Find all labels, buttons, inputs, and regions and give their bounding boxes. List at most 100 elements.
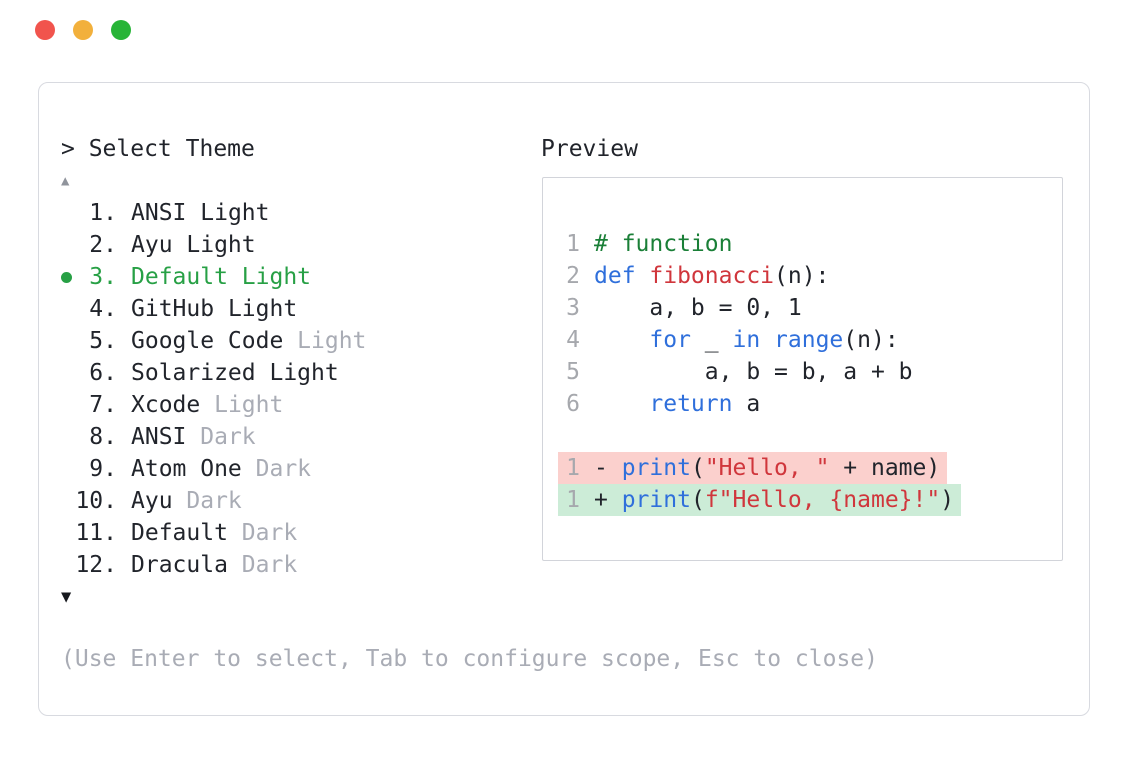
theme-item-default-dark[interactable]: 11. Default Dark: [61, 517, 366, 549]
theme-item-xcode-light[interactable]: 7.Xcode Light: [61, 389, 366, 421]
line-number: 6: [566, 391, 580, 417]
theme-item-ayu-light[interactable]: 2. Ayu Light: [61, 229, 366, 261]
diff-line-removed: 1- print("Hello, " + name): [558, 452, 1062, 484]
code-token: return: [649, 391, 733, 417]
code-token: ): [940, 487, 955, 513]
code-token: (: [690, 455, 705, 481]
diff-highlight-removed: 1- print("Hello, " + name): [558, 452, 948, 484]
dot-placeholder: [61, 464, 72, 475]
code-line: 6 return a: [566, 388, 1062, 420]
line-number: 1: [566, 455, 580, 481]
theme-name: Ayu Dark: [131, 488, 242, 514]
theme-number: 2.: [89, 232, 117, 258]
selected-indicator-dot: [61, 271, 72, 283]
theme-name: Ayu Light: [131, 232, 256, 258]
theme-name: Default Dark: [131, 520, 298, 546]
theme-name: Solarized Light: [131, 360, 339, 386]
line-number: 2: [566, 263, 580, 289]
theme-name: Google Code Light: [131, 328, 367, 354]
code-token: in: [732, 327, 761, 353]
theme-number: 12.: [75, 552, 117, 578]
line-number: 4: [566, 327, 580, 353]
dot-placeholder: [61, 304, 72, 315]
code-token: a, b = 0, 1: [594, 295, 802, 321]
line-number: 1: [566, 487, 580, 513]
theme-name: Xcode Light: [131, 392, 284, 418]
theme-item-ansi-light[interactable]: 1. ANSI Light: [61, 197, 366, 229]
theme-number: 11.: [75, 520, 117, 546]
theme-item-atom-one-dark[interactable]: 9.Atom One Dark: [61, 453, 366, 485]
code-token: (n):: [843, 327, 899, 353]
theme-variant: Light: [269, 360, 339, 386]
dot-placeholder: [61, 368, 72, 379]
theme-variant: Light: [227, 296, 298, 322]
theme-name: ANSI Light: [131, 200, 270, 226]
theme-item-github-light[interactable]: 4.GitHub Light: [61, 293, 366, 325]
theme-item-google-code-light[interactable]: 5. Google Code Light: [61, 325, 366, 357]
code-token: [594, 327, 649, 353]
theme-item-ansi-dark[interactable]: 8. ANSI Dark: [61, 421, 366, 453]
close-button[interactable]: [35, 20, 55, 40]
theme-list: 1. ANSI Light 2. Ayu Light 3. Default Light 4.…: [61, 197, 366, 581]
code-token: print: [621, 487, 691, 513]
code-token: + name): [829, 455, 941, 481]
code-token: range: [774, 327, 844, 353]
code-token: a: [732, 391, 761, 417]
zoom-button[interactable]: [111, 20, 131, 40]
theme-number: 1.: [89, 200, 117, 226]
theme-variant: Light: [200, 200, 270, 226]
code-token: def: [594, 263, 650, 289]
diff-highlight-added: 1+ print(f"Hello, {name}!"): [558, 484, 962, 516]
dot-placeholder: [61, 496, 72, 507]
line-number: 3: [566, 295, 580, 321]
theme-number: 5.: [89, 328, 117, 354]
theme-item-ayu-dark[interactable]: 10. Ayu Dark: [61, 485, 366, 517]
code-line: 4 for _ in range(n):: [566, 324, 1062, 356]
theme-variant: Dark: [241, 520, 298, 546]
code-token: (n):: [774, 263, 830, 289]
line-number: 1: [566, 231, 580, 257]
theme-variant: Dark: [200, 424, 256, 450]
theme-item-default-light[interactable]: 3. Default Light: [61, 261, 366, 293]
scroll-down-indicator[interactable]: ▼: [61, 587, 72, 607]
preview-title: Preview: [541, 136, 638, 162]
code-token: +: [594, 487, 622, 513]
window-controls: [35, 20, 131, 40]
diff-line-added: 1+ print(f"Hello, {name}!"): [558, 484, 1062, 516]
minimize-button[interactable]: [73, 20, 93, 40]
theme-item-dracula-dark[interactable]: 12.Dracula Dark: [61, 549, 366, 581]
code-token: "Hello, ": [704, 455, 830, 481]
theme-item-solarized-light[interactable]: 6. Solarized Light: [61, 357, 366, 389]
dot-placeholder: [61, 400, 72, 411]
theme-variant: Dark: [186, 488, 242, 514]
code-line: 3 a, b = 0, 1: [566, 292, 1062, 324]
code-token: f"Hello, {name}!": [704, 487, 941, 513]
theme-variant: Light: [186, 232, 256, 258]
blank-line: [566, 420, 1062, 452]
theme-number: 6.: [89, 360, 117, 386]
theme-number: 3.: [89, 264, 117, 290]
line-number: 5: [566, 359, 580, 385]
scroll-up-indicator[interactable]: ▲: [61, 173, 70, 189]
theme-name: GitHub Light: [131, 296, 298, 322]
code-token: # function: [594, 231, 733, 257]
theme-name: ANSI Dark: [131, 424, 256, 450]
theme-name: Atom One Dark: [131, 456, 312, 482]
code-line: 5 a, b = b, a + b: [566, 356, 1062, 388]
help-hint: (Use Enter to select, Tab to configure s…: [61, 646, 878, 672]
code-token: [594, 391, 649, 417]
code-token: for: [649, 327, 691, 353]
code-token: a, b = b, a + b: [594, 359, 913, 385]
code-token: _: [690, 327, 733, 353]
theme-number: 10.: [75, 488, 117, 514]
theme-number: 8.: [89, 424, 117, 450]
theme-variant: Light: [241, 264, 312, 290]
dot-placeholder: [61, 432, 72, 443]
theme-name: Default Light: [131, 264, 312, 290]
dot-placeholder: [61, 208, 72, 219]
